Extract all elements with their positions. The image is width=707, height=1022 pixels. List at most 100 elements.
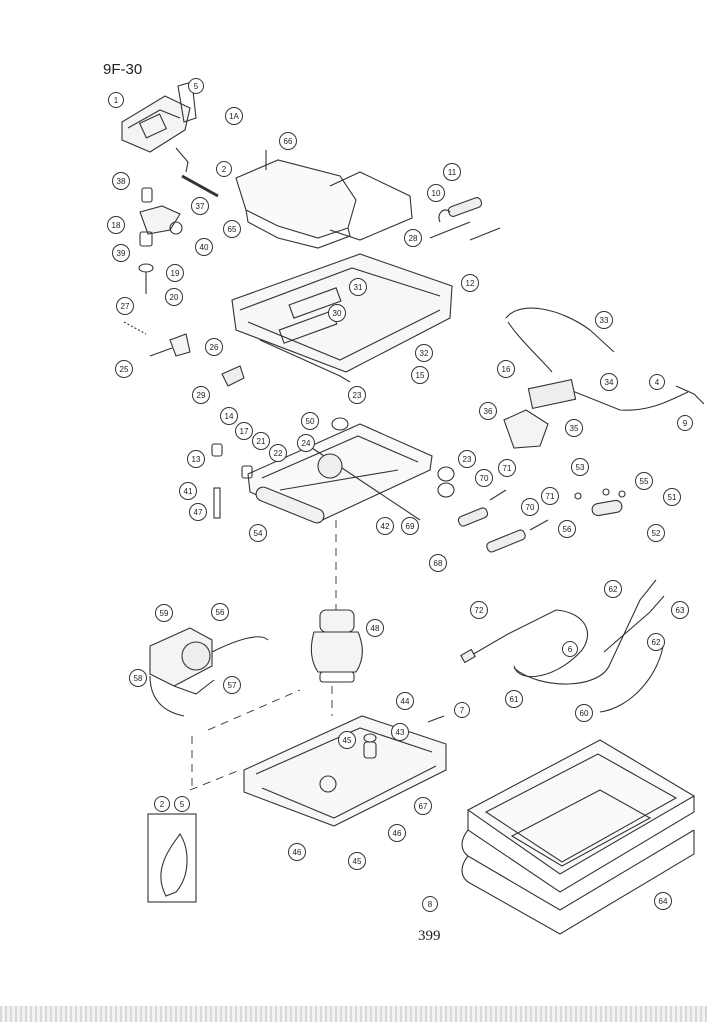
callout-circle [112,172,130,190]
callout-circle [252,432,270,450]
callout-c59: 59 [155,604,173,622]
callout-c26: 26 [205,338,223,356]
callout-label: 21 [257,437,266,446]
callout-c56: 56 [558,520,576,538]
callout-c30: 30 [328,304,346,322]
callout-c71b: 71 [541,487,559,505]
callout-c20: 20 [165,288,183,306]
callout-label: 71 [546,492,555,501]
callout-label: 32 [420,349,429,358]
lower-base-frame [243,715,447,827]
callout-label: 63 [676,606,685,615]
callout-label: 33 [600,316,609,325]
callout-circle [216,161,232,177]
seat-pan [235,150,357,249]
callout-c27: 27 [116,297,134,315]
callout-circle [411,366,429,384]
callout-c63: 63 [671,601,689,619]
callout-label: 1A [229,112,239,121]
callout-circle [647,524,665,542]
callout-c48: 48 [366,619,384,637]
callout-circle [189,503,207,521]
callout-label: 36 [484,407,493,416]
callout-circle [401,517,419,535]
callout-c31: 31 [349,278,367,296]
callout-c29: 29 [192,386,210,404]
callout-circle [498,459,516,477]
compressor-motor [149,627,269,717]
callout-label: 30 [333,309,342,318]
height-lever [123,321,245,387]
callout-circle [235,422,253,440]
callout-circle [115,360,133,378]
callout-circle [575,704,593,722]
callout-circle [107,216,125,234]
callout-c72: 72 [470,601,488,619]
callout-circle [220,407,238,425]
callout-label: 25 [120,365,129,374]
callout-circle [663,488,681,506]
callout-circle [647,633,665,651]
callout-label: 55 [640,477,649,486]
callout-circle [129,669,147,687]
callout-c5b: 5 [174,796,190,812]
callout-label: 57 [228,681,237,690]
callout-label: 70 [480,474,489,483]
callout-circle [595,311,613,329]
callout-c65: 65 [223,220,241,238]
callout-c5: 5 [188,78,204,94]
seat-switch-assembly [121,81,219,198]
callout-c50: 50 [301,412,319,430]
callout-circle [388,824,406,842]
callout-c24: 24 [297,434,315,452]
callout-circle [288,843,306,861]
bellows-boot [461,739,696,935]
callout-circle [443,163,461,181]
callout-label: 26 [210,343,219,352]
callout-circle [571,458,589,476]
callout-label: 28 [409,234,418,243]
callout-circle [112,244,130,262]
callout-label: 7 [460,706,465,715]
callout-label: 44 [401,697,410,706]
callout-circle [328,304,346,322]
callout-label: 1 [114,96,119,105]
callout-circle [269,444,287,462]
callout-circle [223,676,241,694]
callout-label: 58 [134,674,143,683]
callout-c64: 64 [654,892,672,910]
callout-label: 4 [655,378,660,387]
callout-circle [187,450,205,468]
callout-label: 34 [605,378,614,387]
callout-circle [475,469,493,487]
callout-c39: 39 [112,244,130,262]
page-number: 399 [418,928,441,944]
callout-label: 70 [526,503,535,512]
callout-label: 19 [171,269,180,278]
callout-c43: 43 [391,723,409,741]
callout-c46a: 46 [388,824,406,842]
callout-circle [108,92,124,108]
callout-c32: 32 [415,344,433,362]
callout-c4: 4 [649,374,665,390]
callout-label: 47 [194,508,203,517]
callout-label: 54 [254,529,263,538]
callout-label: 67 [419,802,428,811]
callout-label: 61 [510,695,519,704]
adjust-lever [429,197,501,241]
callout-circle [458,450,476,468]
callout-circle [600,373,618,391]
callout-c2b: 2 [154,796,170,812]
callout-circle [211,603,229,621]
callout-label: 10 [432,189,441,198]
callout-c9: 9 [677,415,693,431]
callout-circle [649,374,665,390]
callout-label: 62 [652,638,661,647]
callout-circle [205,338,223,356]
callout-label: 23 [463,455,472,464]
callout-circle [429,554,447,572]
callout-label: 45 [343,736,352,745]
callout-c35: 35 [565,419,583,437]
